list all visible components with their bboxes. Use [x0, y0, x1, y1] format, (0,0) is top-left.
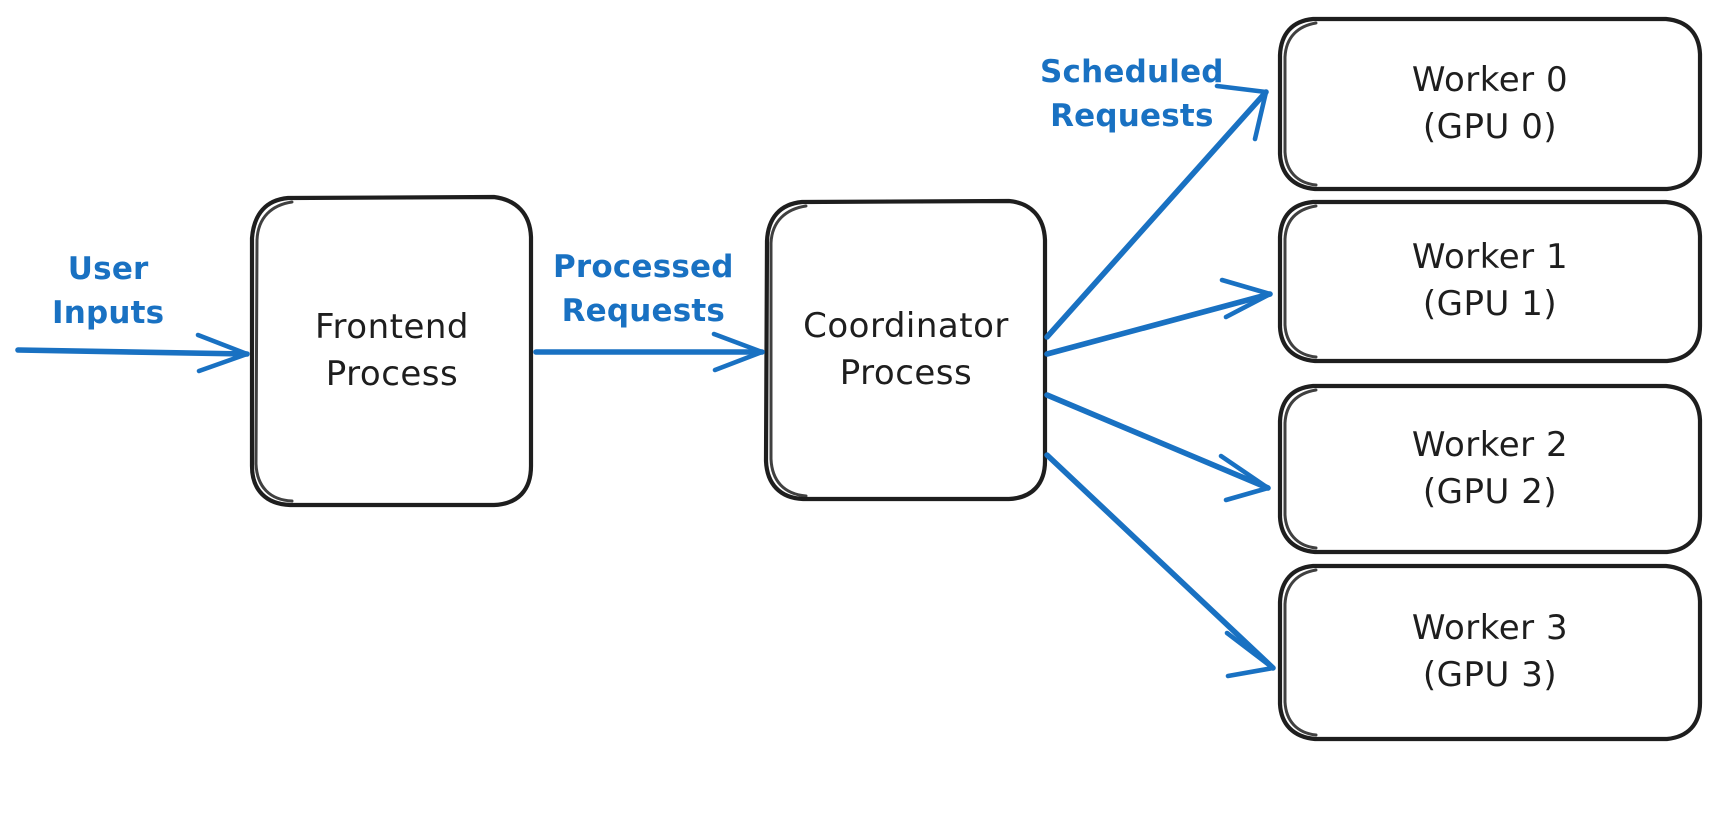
arrow-coordinator-to-worker-3	[1044, 452, 1276, 679]
worker-0-box[interactable]	[1277, 16, 1703, 192]
arrow-coordinator-to-worker-2	[1044, 392, 1271, 503]
worker-2-box[interactable]	[1277, 383, 1703, 555]
arrow-coordinator-to-worker-0	[1044, 83, 1269, 340]
coordinator-process-box[interactable]	[763, 198, 1048, 502]
worker-3-box[interactable]	[1277, 563, 1703, 742]
arrow-user-inputs-to-frontend	[15, 332, 250, 374]
frontend-process-box[interactable]	[249, 194, 534, 508]
arrow-frontend-to-coordinator	[533, 331, 765, 373]
arrow-coordinator-to-worker-1	[1044, 277, 1273, 357]
worker-1-box[interactable]	[1277, 199, 1703, 364]
